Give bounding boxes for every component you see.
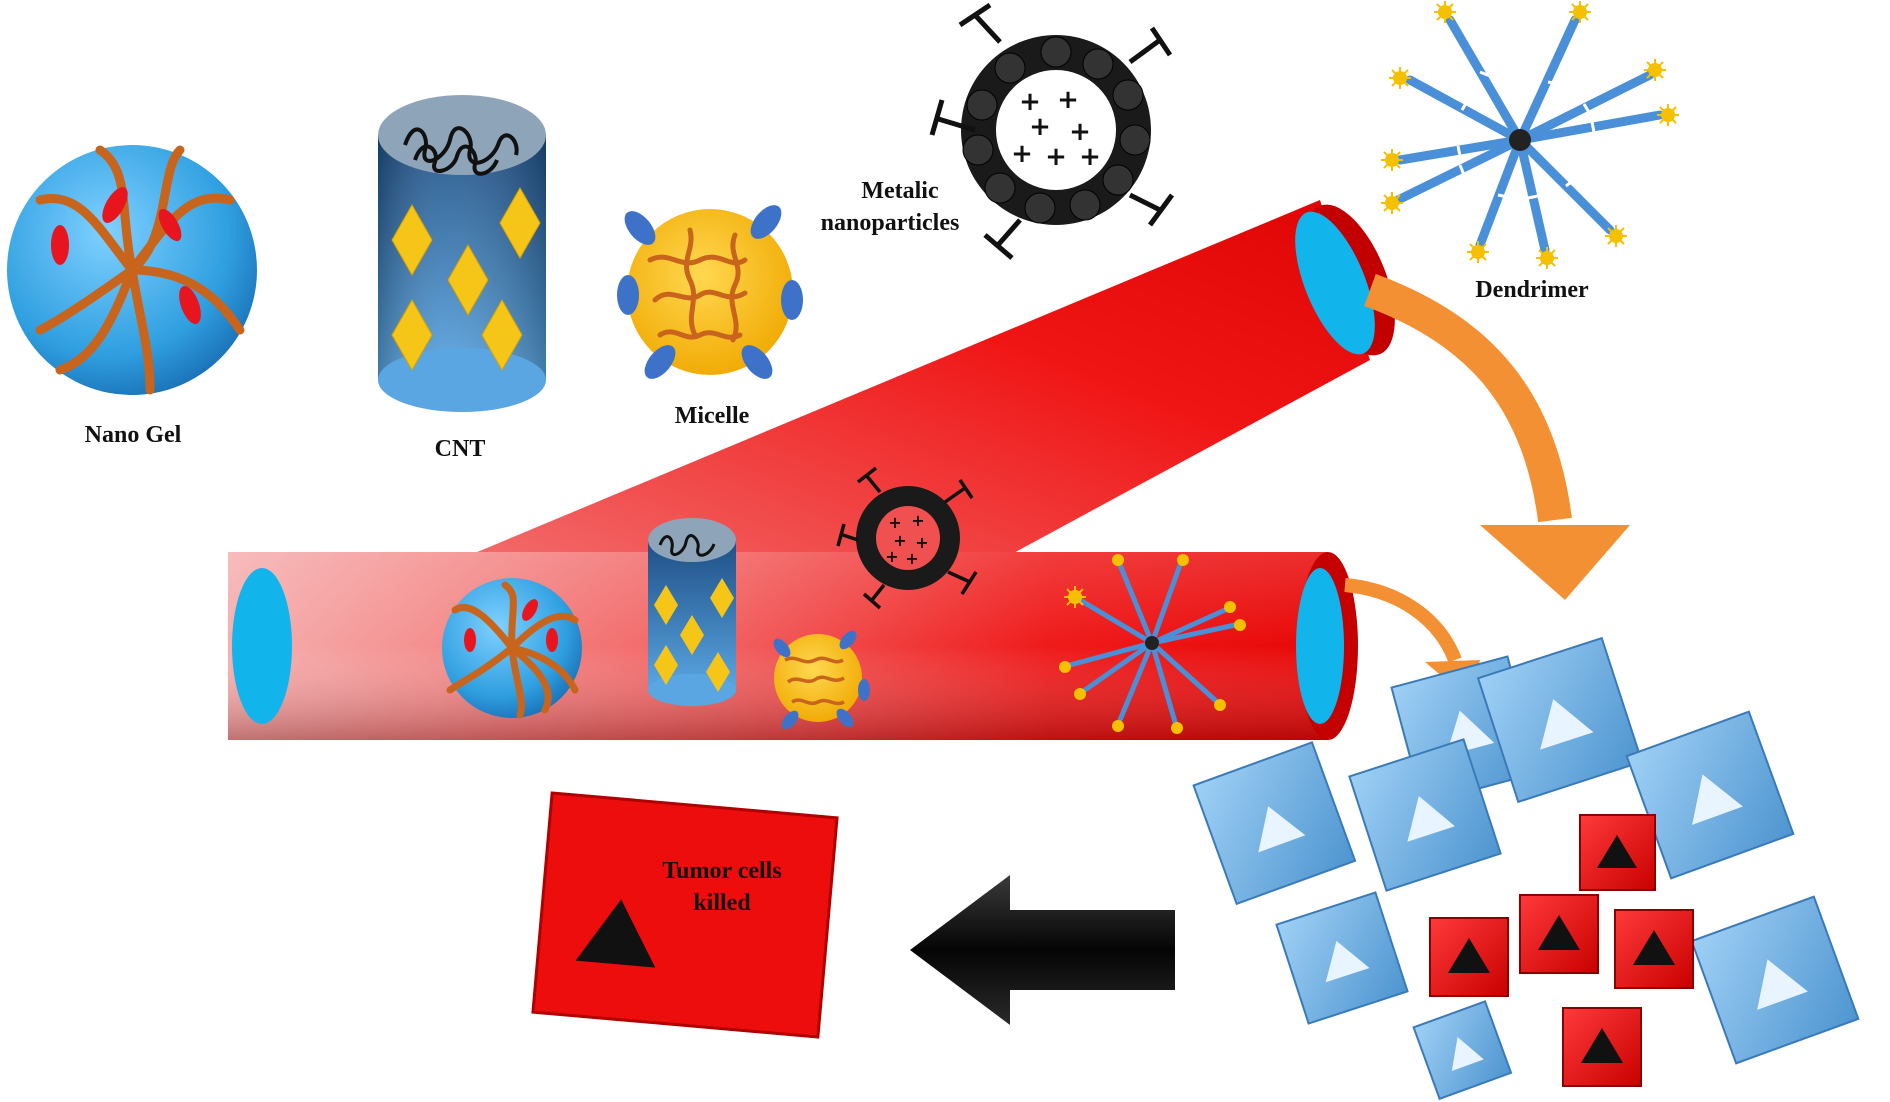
lumen-left-opening <box>232 568 292 724</box>
metallic-label-line1: Metalic <box>861 178 939 204</box>
svg-text:+: + <box>1057 85 1079 115</box>
tumor-cell <box>1615 910 1693 988</box>
tumor-cell <box>1520 895 1598 973</box>
lumen-right-opening <box>1296 568 1344 724</box>
cnt-icon <box>378 95 546 412</box>
tumor-cell <box>1580 815 1655 890</box>
healthy-cell <box>1276 892 1407 1023</box>
svg-text:+: + <box>1011 139 1033 169</box>
black-arrow-icon <box>910 875 1175 1025</box>
killed-tumor-cell <box>533 793 837 1037</box>
healthy-cell <box>1414 1001 1511 1098</box>
svg-text:+: + <box>1045 142 1067 172</box>
nano-gel-label: Nano Gel <box>85 422 182 448</box>
svg-text:+: + <box>905 549 918 568</box>
nano-gel-icon <box>7 145 257 395</box>
dendrimer-icon <box>1381 1 1679 269</box>
tumor-cell <box>1563 1008 1641 1086</box>
svg-text:+: + <box>888 513 901 532</box>
svg-text:+: + <box>911 511 924 530</box>
metallic-nanoparticle-icon: ++ ++ +++ <box>932 5 1172 258</box>
tumor-cell <box>1430 918 1508 996</box>
micelle-icon <box>617 200 803 385</box>
vessel-cnt-icon <box>648 518 736 706</box>
svg-text:+: + <box>1029 112 1051 142</box>
metallic-label-line2: nanoparticles <box>821 210 960 236</box>
svg-text:+: + <box>885 547 898 566</box>
cnt-label: CNT <box>435 436 486 462</box>
big-orange-arrow-icon <box>1370 290 1630 600</box>
tumor-killed-label-line2: killed <box>693 890 751 916</box>
healthy-cell <box>1194 742 1355 903</box>
healthy-cell <box>1692 897 1859 1064</box>
vessel-nano-gel-icon <box>442 578 582 718</box>
micelle-label: Micelle <box>675 403 750 429</box>
tumor-killed-label-line1: Tumor cells <box>662 858 781 884</box>
svg-text:+: + <box>1079 142 1101 172</box>
dendrimer-label: Dendrimer <box>1475 277 1589 303</box>
